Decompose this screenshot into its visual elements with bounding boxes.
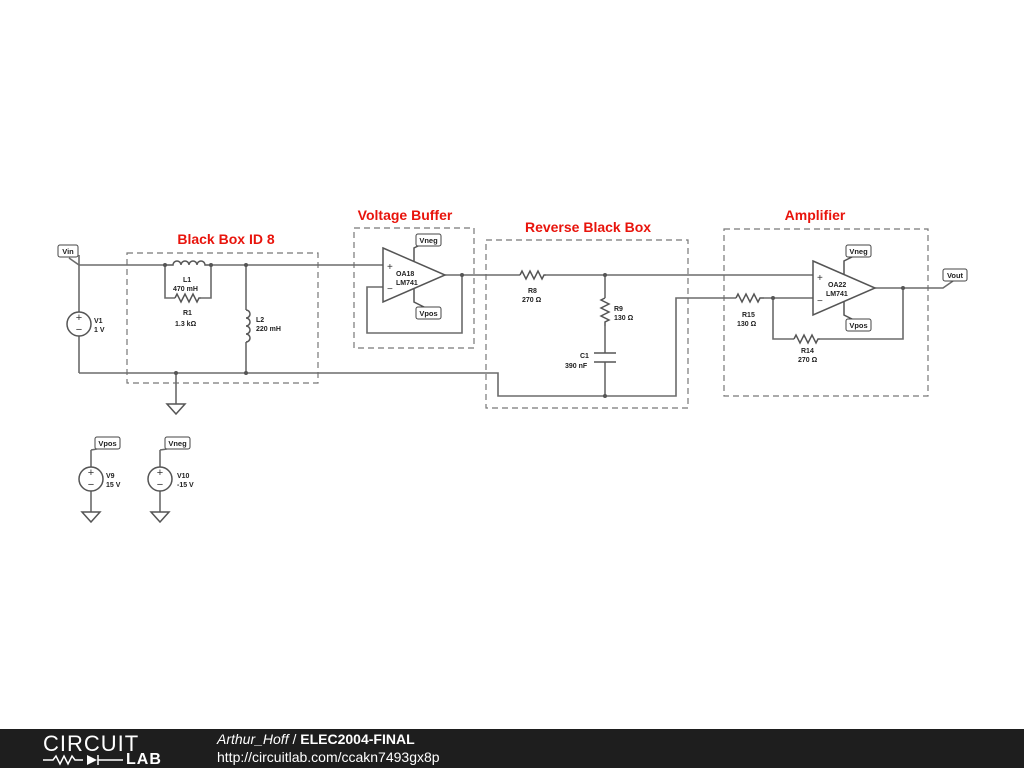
- r14-name: R14: [801, 348, 814, 355]
- r8-value: 270 Ω: [522, 297, 542, 304]
- resistor-r9[interactable]: [599, 297, 611, 326]
- oa18-name: OA18: [396, 271, 414, 278]
- circuitlab-logo[interactable]: CIRCUIT: [43, 731, 140, 756]
- l1-name: L1: [183, 277, 191, 284]
- v9-name: V9: [106, 473, 115, 480]
- voltage-source-v1[interactable]: + −: [66, 311, 92, 337]
- resistor-r1[interactable]: [174, 292, 201, 304]
- oa18-model: LM741: [396, 280, 418, 287]
- net-tag-oa22-vpos[interactable]: Vpos: [845, 318, 872, 332]
- r1-value: 1.3 kΩ: [175, 321, 197, 328]
- capacitor-c1[interactable]: [594, 352, 616, 363]
- l2-name: L2: [256, 317, 264, 324]
- c1-value: 390 nF: [565, 363, 588, 370]
- r8-name: R8: [528, 288, 537, 295]
- c1-name: C1: [580, 353, 589, 360]
- svg-text:+: +: [88, 467, 94, 479]
- voltage-buffer-frame: [353, 227, 475, 349]
- l2-value: 220 mH: [256, 326, 281, 333]
- resistor-r8[interactable]: [519, 269, 546, 281]
- v9-value: 15 V: [106, 482, 121, 489]
- net-tag-oa18-vneg[interactable]: Vneg: [415, 233, 442, 247]
- black-box-title: Black Box ID 8: [177, 231, 274, 247]
- svg-text:+: +: [817, 273, 823, 284]
- reverse-black-box-frame: [485, 239, 689, 409]
- svg-text:Vpos: Vpos: [849, 321, 867, 330]
- project-name[interactable]: ELEC2004-FINAL: [300, 731, 415, 747]
- v1-value: 1 V: [94, 327, 105, 334]
- net-tag-vin[interactable]: Vin: [57, 244, 79, 258]
- svg-text:Vneg: Vneg: [419, 236, 438, 245]
- ground-symbol-v9: [80, 511, 102, 524]
- net-tag-v10-vneg[interactable]: Vneg: [159, 436, 191, 451]
- circuitlab-logo-lab: LAB: [126, 751, 162, 768]
- project-url[interactable]: http://circuitlab.com/ccakn7493gx8p: [217, 749, 440, 765]
- black-box-frame: [126, 252, 319, 384]
- reverse-black-box-title: Reverse Black Box: [525, 219, 651, 235]
- r14-value: 270 Ω: [798, 357, 818, 364]
- svg-text:+: +: [387, 262, 393, 273]
- schematic-canvas: Black Box ID 8 Voltage Buffer Reverse Bl…: [57, 207, 968, 524]
- ground-symbol-main: [165, 403, 187, 416]
- svg-text:−: −: [817, 296, 823, 307]
- v1-name: V1: [94, 318, 103, 325]
- svg-text:+: +: [157, 467, 163, 479]
- net-tag-vout[interactable]: Vout: [942, 268, 968, 282]
- l1-value: 470 mH: [173, 286, 198, 293]
- byline-separator: /: [288, 731, 301, 747]
- net-tag-v9-vpos[interactable]: Vpos: [90, 436, 121, 451]
- inductor-l1[interactable]: [165, 260, 211, 266]
- net-tag-oa22-vneg[interactable]: Vneg: [845, 244, 872, 258]
- r15-value: 130 Ω: [737, 321, 757, 328]
- inductor-l2[interactable]: [245, 309, 251, 343]
- voltage-source-v9[interactable]: + −: [78, 466, 104, 492]
- svg-text:Vneg: Vneg: [168, 439, 187, 448]
- net-tag-oa18-vpos[interactable]: Vpos: [415, 306, 442, 320]
- resistor-r15[interactable]: [735, 292, 764, 304]
- junction-dots: [163, 263, 905, 398]
- svg-text:Vneg: Vneg: [849, 247, 868, 256]
- v10-value: -15 V: [177, 482, 194, 489]
- svg-text:Vout: Vout: [947, 271, 964, 280]
- svg-text:−: −: [387, 284, 393, 295]
- r15-name: R15: [742, 312, 755, 319]
- v10-name: V10: [177, 473, 190, 480]
- ground-symbol-v10: [149, 511, 171, 524]
- svg-text:−: −: [157, 479, 163, 491]
- svg-text:Vin: Vin: [62, 247, 74, 256]
- logo-waveform-icon: [43, 754, 123, 766]
- r9-value: 130 Ω: [614, 315, 634, 322]
- oa22-name: OA22: [828, 282, 846, 289]
- amplifier-title: Amplifier: [785, 207, 846, 223]
- svg-text:−: −: [88, 479, 94, 491]
- amplifier-frame: [723, 228, 929, 397]
- r1-name: R1: [183, 310, 192, 317]
- r9-name: R9: [614, 306, 623, 313]
- svg-text:−: −: [76, 324, 82, 336]
- wires: [68, 255, 954, 512]
- author-link[interactable]: Arthur_Hoff: [217, 731, 289, 747]
- oa22-model: LM741: [826, 291, 848, 298]
- voltage-source-v10[interactable]: + −: [147, 466, 173, 492]
- footer-bar: CIRCUIT LAB Arthur_Hoff / ELEC2004-FINAL…: [0, 729, 1024, 768]
- resistor-r14[interactable]: [793, 333, 820, 345]
- project-byline: Arthur_Hoff / ELEC2004-FINAL: [217, 731, 415, 747]
- svg-text:Vpos: Vpos: [419, 309, 437, 318]
- voltage-buffer-title: Voltage Buffer: [358, 207, 453, 223]
- svg-text:+: +: [76, 312, 82, 324]
- svg-text:Vpos: Vpos: [98, 439, 116, 448]
